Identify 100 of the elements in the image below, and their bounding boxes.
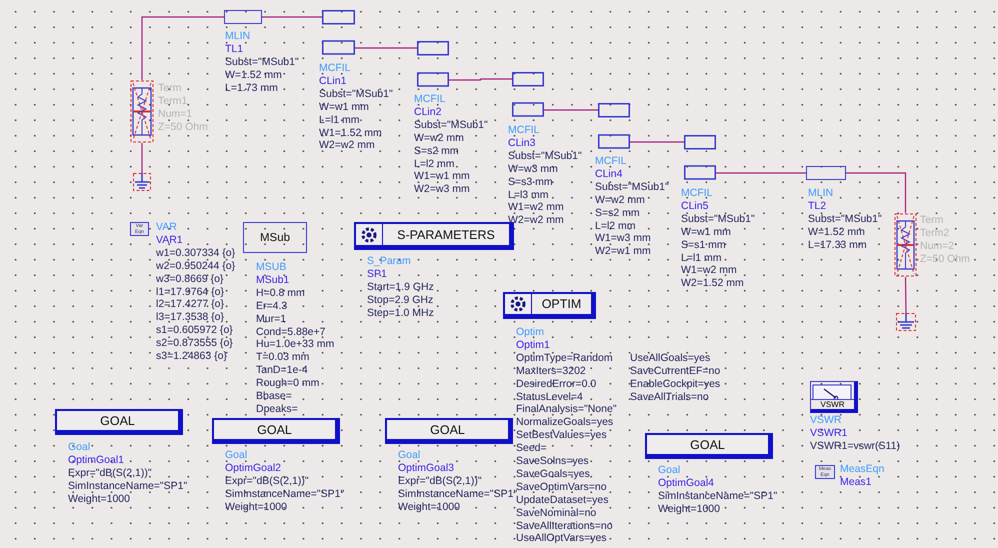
parameter-text: SimInstanceName="SP1" [225, 488, 344, 501]
block-label: VSWR [811, 399, 854, 409]
parameter-text: s2=0.873555 {o} [156, 337, 233, 350]
parameter-text: Er=4.3 [256, 300, 288, 313]
parameter-text: L=l1 mm [319, 114, 360, 127]
instance-name: CLin4 [595, 168, 622, 181]
component-type-label: MCFIL [319, 62, 350, 75]
parameter-text: Subst="MSub1" [414, 118, 488, 132]
instance-name: CLin2 [414, 106, 442, 119]
parameter-text: DesiredError=0.0 [516, 378, 596, 391]
parameter-text: Weight=1000 [658, 502, 720, 516]
ground-symbol [133, 173, 151, 191]
component-type-label: MCFIL [508, 124, 540, 137]
parameter-text: Num=1 [158, 108, 192, 121]
goal-block: GOAL [55, 409, 183, 435]
parameter-text: L=l3 mm [508, 188, 549, 202]
instance-name: Term1 [158, 94, 188, 108]
instance-name: CLin5 [681, 200, 708, 213]
parameter-text: S=s1 mm [681, 238, 726, 252]
parameter-text: SimInstanceName="SP1" [398, 488, 518, 500]
component-type-label: MCFIL [414, 93, 446, 106]
instance-name: TL2 [808, 200, 826, 213]
parameter-text: Z=50 Ohm [920, 252, 970, 266]
parameter-text: StatusLevel=4 [516, 390, 583, 404]
component-type-label: MLIN [225, 30, 250, 43]
parameter-text: Z=50 Ohm [158, 120, 208, 134]
parameter-text: Cond=5.88e+7 [256, 326, 326, 338]
wire [630, 141, 684, 143]
component-type-label: Goal [398, 449, 420, 462]
wire [449, 78, 512, 81]
component-type-label: Term [920, 214, 944, 227]
parameter-text: SimInstanceName="SP1" [68, 480, 188, 493]
parameter-text: SaveAllIterations=no [516, 520, 613, 532]
port-terminal-symbol [894, 213, 917, 277]
parameter-text: Subst="MSub1" [319, 88, 393, 101]
parameter-text: W1=w2 mm [681, 264, 737, 278]
parameter-text: SaveAllTrials=no [630, 390, 709, 404]
coupled-line-symbol [512, 72, 544, 117]
instance-name: OptimGoal1 [68, 454, 124, 467]
parameter-text: L=l1 mm [681, 252, 722, 264]
parameter-text: L=1.73 mm [225, 82, 278, 95]
parameter-text: TanD=1e-4 [256, 364, 308, 378]
parameter-text: W1=w1 mm [414, 170, 470, 184]
instance-name: VSWR1 [810, 426, 848, 440]
parameter-text: SaveOptimVars=no [516, 480, 607, 493]
parameter-text: w3=0.8669 {o} [156, 272, 224, 286]
component-type-label: VAR [156, 221, 177, 234]
parameter-text: SaveNominal=no [516, 506, 596, 520]
parameter-text: UseAllOptVars=yes [516, 532, 607, 546]
parameter-text: l1=17.9764 {o} [156, 286, 224, 298]
parameter-text: UseAllGoals=yes [630, 352, 710, 365]
parameter-text: S=s2 mm [414, 144, 459, 158]
port-terminal-symbol [130, 80, 154, 143]
parameter-text: OptimType=Random [516, 352, 613, 365]
parameter-text: Weight=1000 [68, 492, 130, 506]
goal-block: GOAL [645, 433, 773, 459]
ground-symbol [896, 313, 916, 331]
component-type-label: MCFIL [681, 187, 712, 200]
vswr-block [810, 381, 858, 413]
parameter-text: W=w2 mm [414, 132, 464, 145]
parameter-text: Start=1.9 GHz [367, 280, 434, 294]
parameter-text: Expr="dB(S(2,1))" [398, 474, 482, 488]
parameter-text: EnableCockpit=yes [630, 378, 720, 391]
parameter-text: w1=0.307334 {o} [156, 246, 236, 260]
component-type-label: Goal [68, 441, 90, 454]
parameter-text: l2=17.4277 {o} [156, 298, 224, 312]
parameter-text: W=w1 mm [319, 100, 369, 114]
instance-name: Meas1 [840, 476, 872, 489]
instance-name: TL1 [225, 42, 244, 56]
goal-block: GOAL [385, 418, 513, 444]
parameter-text: Step=1.0 MHz [367, 306, 434, 320]
parameter-text: l3=17.3538 {o} [156, 311, 224, 324]
parameter-text: W2=w3 mm [414, 183, 470, 196]
component-type-label: S_Param [367, 255, 411, 268]
parameter-text: SaveGoals=yes [516, 468, 590, 481]
parameter-text: Subst="MSub1" [225, 56, 299, 69]
instance-name: OptimGoal2 [225, 462, 282, 475]
parameter-text: W=w3 mm [508, 162, 558, 176]
parameter-text: Expr="dB(S(2,1))" [225, 474, 309, 488]
parameter-text: W2=1.52 mm [681, 277, 744, 290]
controller-block [503, 292, 596, 319]
parameter-text: SetBestValues=yes [516, 429, 607, 442]
parameter-text: L=17.33 mm [808, 238, 867, 252]
parameter-text: UpdateDataset=yes [516, 494, 609, 507]
parameter-text: SimInstanceName="SP1" [658, 490, 778, 503]
parameter-text: W=w2 mm [595, 194, 645, 207]
parameter-text: Num=2 [920, 240, 954, 253]
coupled-line-symbol [684, 135, 716, 180]
parameter-text: FinalAnalysis="None" [516, 403, 617, 416]
parameter-text: L=l2 mm [414, 158, 455, 170]
parameter-text: s1=0.605972 {o} [156, 324, 233, 338]
parameter-text: MaxIters=3202 [516, 364, 586, 378]
wire [355, 47, 417, 49]
parameter-text: L=l2 mm [595, 220, 636, 232]
parameter-text: Subst="MSub1" [681, 212, 755, 226]
component-type-label: VSWR [810, 414, 842, 427]
controller-title: OPTIM [540, 297, 582, 311]
substrate-block: MSub [243, 222, 307, 253]
component-type-label: Optim [516, 326, 544, 339]
parameter-text: Hu=1.0e+33 mm [256, 338, 334, 352]
